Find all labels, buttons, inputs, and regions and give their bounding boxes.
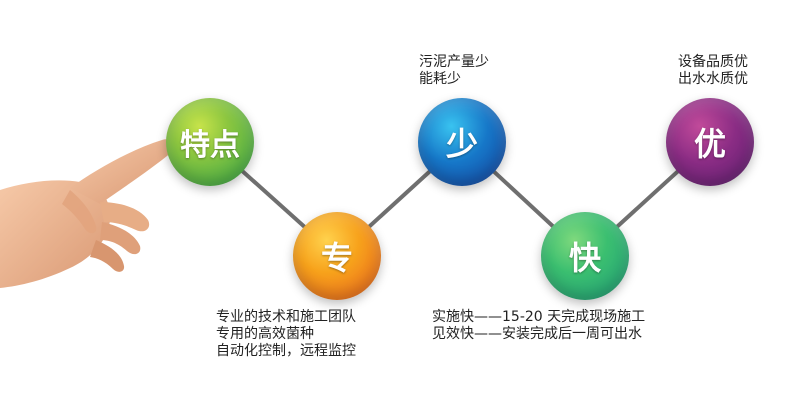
node-label: 专 — [320, 239, 353, 277]
note-line: 设备品质优 — [678, 54, 748, 70]
note-line: 专用的高效菌种 — [216, 326, 314, 342]
node-less: 少 — [418, 98, 506, 186]
node-fast: 快 — [541, 212, 629, 300]
note-line: 自动化控制，远程监控 — [216, 343, 356, 359]
node-label: 少 — [445, 125, 478, 163]
node-features: 特点 — [166, 98, 254, 186]
node-professional: 专 — [293, 212, 381, 300]
note-line: 污泥产量少 — [419, 54, 489, 70]
node-label: 特点 — [180, 128, 240, 163]
note-fast: 实施快——15-20 天完成现场施工 见效快——安装完成后一周可出水 — [432, 309, 645, 343]
pointing-hand-icon — [0, 139, 175, 288]
node-label: 优 — [693, 125, 726, 163]
note-line: 实施快——15-20 天完成现场施工 — [432, 309, 646, 325]
node-quality: 优 — [666, 98, 754, 186]
note-professional: 专业的技术和施工团队 专用的高效菌种 自动化控制，远程监控 — [216, 309, 356, 360]
note-quality: 设备品质优 出水水质优 — [678, 54, 748, 88]
note-line: 能耗少 — [419, 71, 461, 87]
note-line: 专业的技术和施工团队 — [216, 309, 356, 325]
note-less: 污泥产量少 能耗少 — [419, 54, 489, 88]
note-line: 见效快——安装完成后一周可出水 — [432, 326, 642, 342]
node-label: 快 — [568, 239, 601, 277]
note-line: 出水水质优 — [678, 71, 748, 87]
